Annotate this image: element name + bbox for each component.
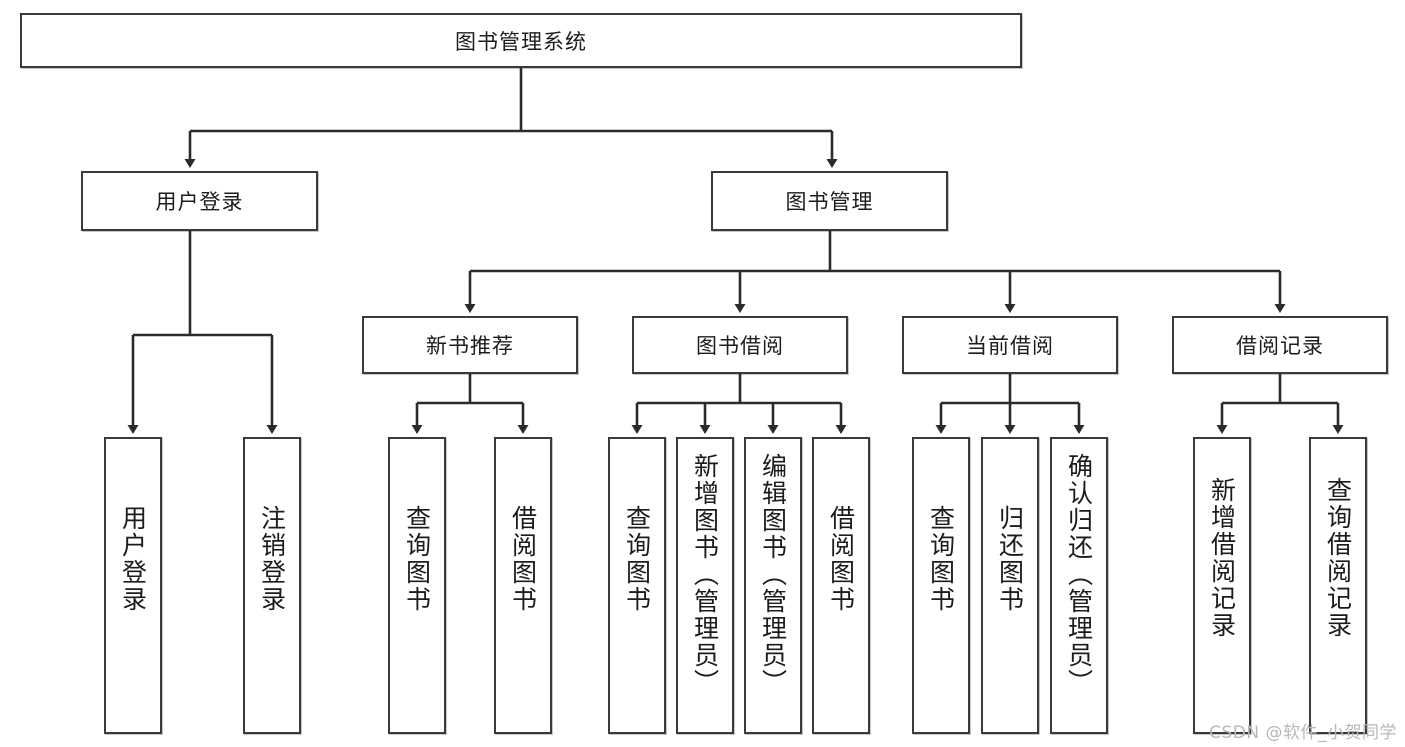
node-borrow-record[interactable]: 借阅记录 (1172, 316, 1388, 374)
leaf-user-login-label: 用户登录 (118, 505, 148, 613)
leaf-confirm-return-admin-label: 确认归还（管理员） (1064, 453, 1094, 696)
node-book-management[interactable]: 图书管理 (711, 171, 948, 231)
node-book-borrow-label: 图书借阅 (696, 334, 784, 358)
leaf-query-book-borrow[interactable]: 查询图书 (608, 437, 666, 734)
node-book-management-label: 图书管理 (785, 190, 874, 214)
leaf-query-book-current-label: 查询图书 (926, 505, 956, 613)
leaf-logout[interactable]: 注销登录 (243, 437, 301, 734)
leaf-logout-label: 注销登录 (257, 505, 287, 613)
node-root-label: 图书管理系统 (455, 29, 587, 54)
leaf-query-borrow-record[interactable]: 查询借阅记录 (1309, 437, 1367, 734)
csdn-watermark: CSDN @软件_小贺同学 (1209, 723, 1397, 743)
leaf-borrow-book-recommend[interactable]: 借阅图书 (494, 437, 552, 734)
leaf-query-borrow-record-label: 查询借阅记录 (1323, 477, 1353, 639)
leaf-add-book-admin[interactable]: 新增图书（管理员） (676, 437, 734, 734)
node-current-borrow[interactable]: 当前借阅 (902, 316, 1118, 374)
leaf-user-login[interactable]: 用户登录 (104, 437, 162, 734)
node-root[interactable]: 图书管理系统 (20, 13, 1022, 68)
leaf-edit-book-admin-label: 编辑图书（管理员） (758, 453, 788, 696)
leaf-edit-book-admin[interactable]: 编辑图书（管理员） (744, 437, 802, 734)
leaf-query-book-recommend-label: 查询图书 (402, 505, 432, 613)
leaf-return-book-label: 归还图书 (995, 505, 1025, 613)
node-new-book-recommend[interactable]: 新书推荐 (362, 316, 578, 374)
leaf-confirm-return-admin[interactable]: 确认归还（管理员） (1050, 437, 1108, 734)
leaf-return-book[interactable]: 归还图书 (981, 437, 1039, 734)
leaf-borrow-book-recommend-label: 借阅图书 (508, 505, 538, 613)
node-book-borrow[interactable]: 图书借阅 (632, 316, 848, 374)
node-current-borrow-label: 当前借阅 (966, 334, 1054, 358)
node-new-book-recommend-label: 新书推荐 (426, 334, 514, 358)
leaf-query-book-recommend[interactable]: 查询图书 (388, 437, 446, 734)
leaf-borrow-book[interactable]: 借阅图书 (812, 437, 870, 734)
node-user-login[interactable]: 用户登录 (81, 171, 318, 231)
leaf-add-book-admin-label: 新增图书（管理员） (690, 453, 720, 696)
node-borrow-record-label: 借阅记录 (1236, 334, 1324, 358)
leaf-query-book-current[interactable]: 查询图书 (912, 437, 970, 734)
leaf-query-book-borrow-label: 查询图书 (622, 505, 652, 613)
leaf-borrow-book-label: 借阅图书 (826, 505, 856, 613)
leaf-add-borrow-record[interactable]: 新增借阅记录 (1193, 437, 1251, 734)
leaf-add-borrow-record-label: 新增借阅记录 (1207, 477, 1237, 639)
node-user-login-label: 用户登录 (155, 190, 244, 214)
